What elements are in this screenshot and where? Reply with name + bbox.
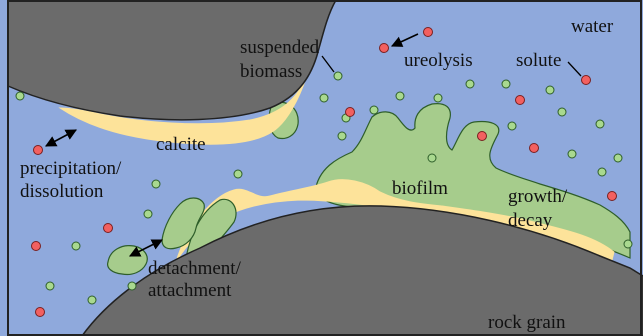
label-precipitation-1: precipitation/ bbox=[20, 158, 122, 179]
solute-particle bbox=[380, 44, 389, 53]
label-suspended-biomass-2: biomass bbox=[240, 61, 302, 82]
biomass-particle bbox=[596, 120, 604, 128]
solute-particle bbox=[424, 28, 433, 37]
solute-particle bbox=[608, 192, 617, 201]
biomass-particle bbox=[370, 106, 378, 114]
label-water: water bbox=[571, 16, 614, 37]
solute-particle bbox=[104, 224, 113, 233]
biomass-particle bbox=[320, 94, 328, 102]
biomass-particle bbox=[434, 94, 442, 102]
solute-particle bbox=[346, 108, 355, 117]
biomass-particle bbox=[396, 92, 404, 100]
solute-particle bbox=[582, 76, 591, 85]
biomass-particle bbox=[338, 132, 346, 140]
solute-particle bbox=[530, 144, 539, 153]
label-calcite: calcite bbox=[156, 134, 206, 155]
label-precipitation-2: dissolution bbox=[20, 181, 104, 202]
label-detachment-2: attachment bbox=[148, 280, 232, 301]
solute-particle bbox=[34, 146, 43, 155]
biomass-particle bbox=[568, 150, 576, 158]
biomass-particle bbox=[16, 92, 24, 100]
biomass-particle bbox=[508, 122, 516, 130]
biomass-particle bbox=[128, 282, 136, 290]
biomass-particle bbox=[72, 242, 80, 250]
biomass-particle bbox=[502, 80, 510, 88]
biomass-particle bbox=[466, 80, 474, 88]
solute-particle bbox=[516, 96, 525, 105]
biomass-particle bbox=[598, 168, 606, 176]
label-suspended-biomass-1: suspended bbox=[240, 37, 320, 58]
solute-particle bbox=[478, 132, 487, 141]
solute-particle bbox=[36, 308, 45, 317]
label-biofilm: biofilm bbox=[392, 178, 448, 199]
label-solute: solute bbox=[516, 50, 561, 71]
label-rock-grain: rock grain bbox=[488, 312, 566, 333]
label-detachment-1: detachment/ bbox=[148, 258, 242, 279]
label-ureolysis: ureolysis bbox=[404, 50, 473, 71]
biomass-particle bbox=[334, 72, 342, 80]
solute-particle bbox=[32, 242, 41, 251]
biomass-particle bbox=[152, 180, 160, 188]
biomass-particle bbox=[88, 296, 96, 304]
biomass-particle bbox=[546, 86, 554, 94]
biomass-particle bbox=[624, 240, 632, 248]
biomass-particle bbox=[234, 170, 242, 178]
biomass-particle bbox=[614, 154, 622, 162]
label-growth-2: decay bbox=[508, 210, 553, 231]
label-growth-1: growth/ bbox=[508, 186, 568, 207]
biomass-particle bbox=[46, 282, 54, 290]
biomass-particle bbox=[558, 108, 566, 116]
biomass-particle bbox=[428, 154, 436, 162]
biomass-particle bbox=[144, 210, 152, 218]
